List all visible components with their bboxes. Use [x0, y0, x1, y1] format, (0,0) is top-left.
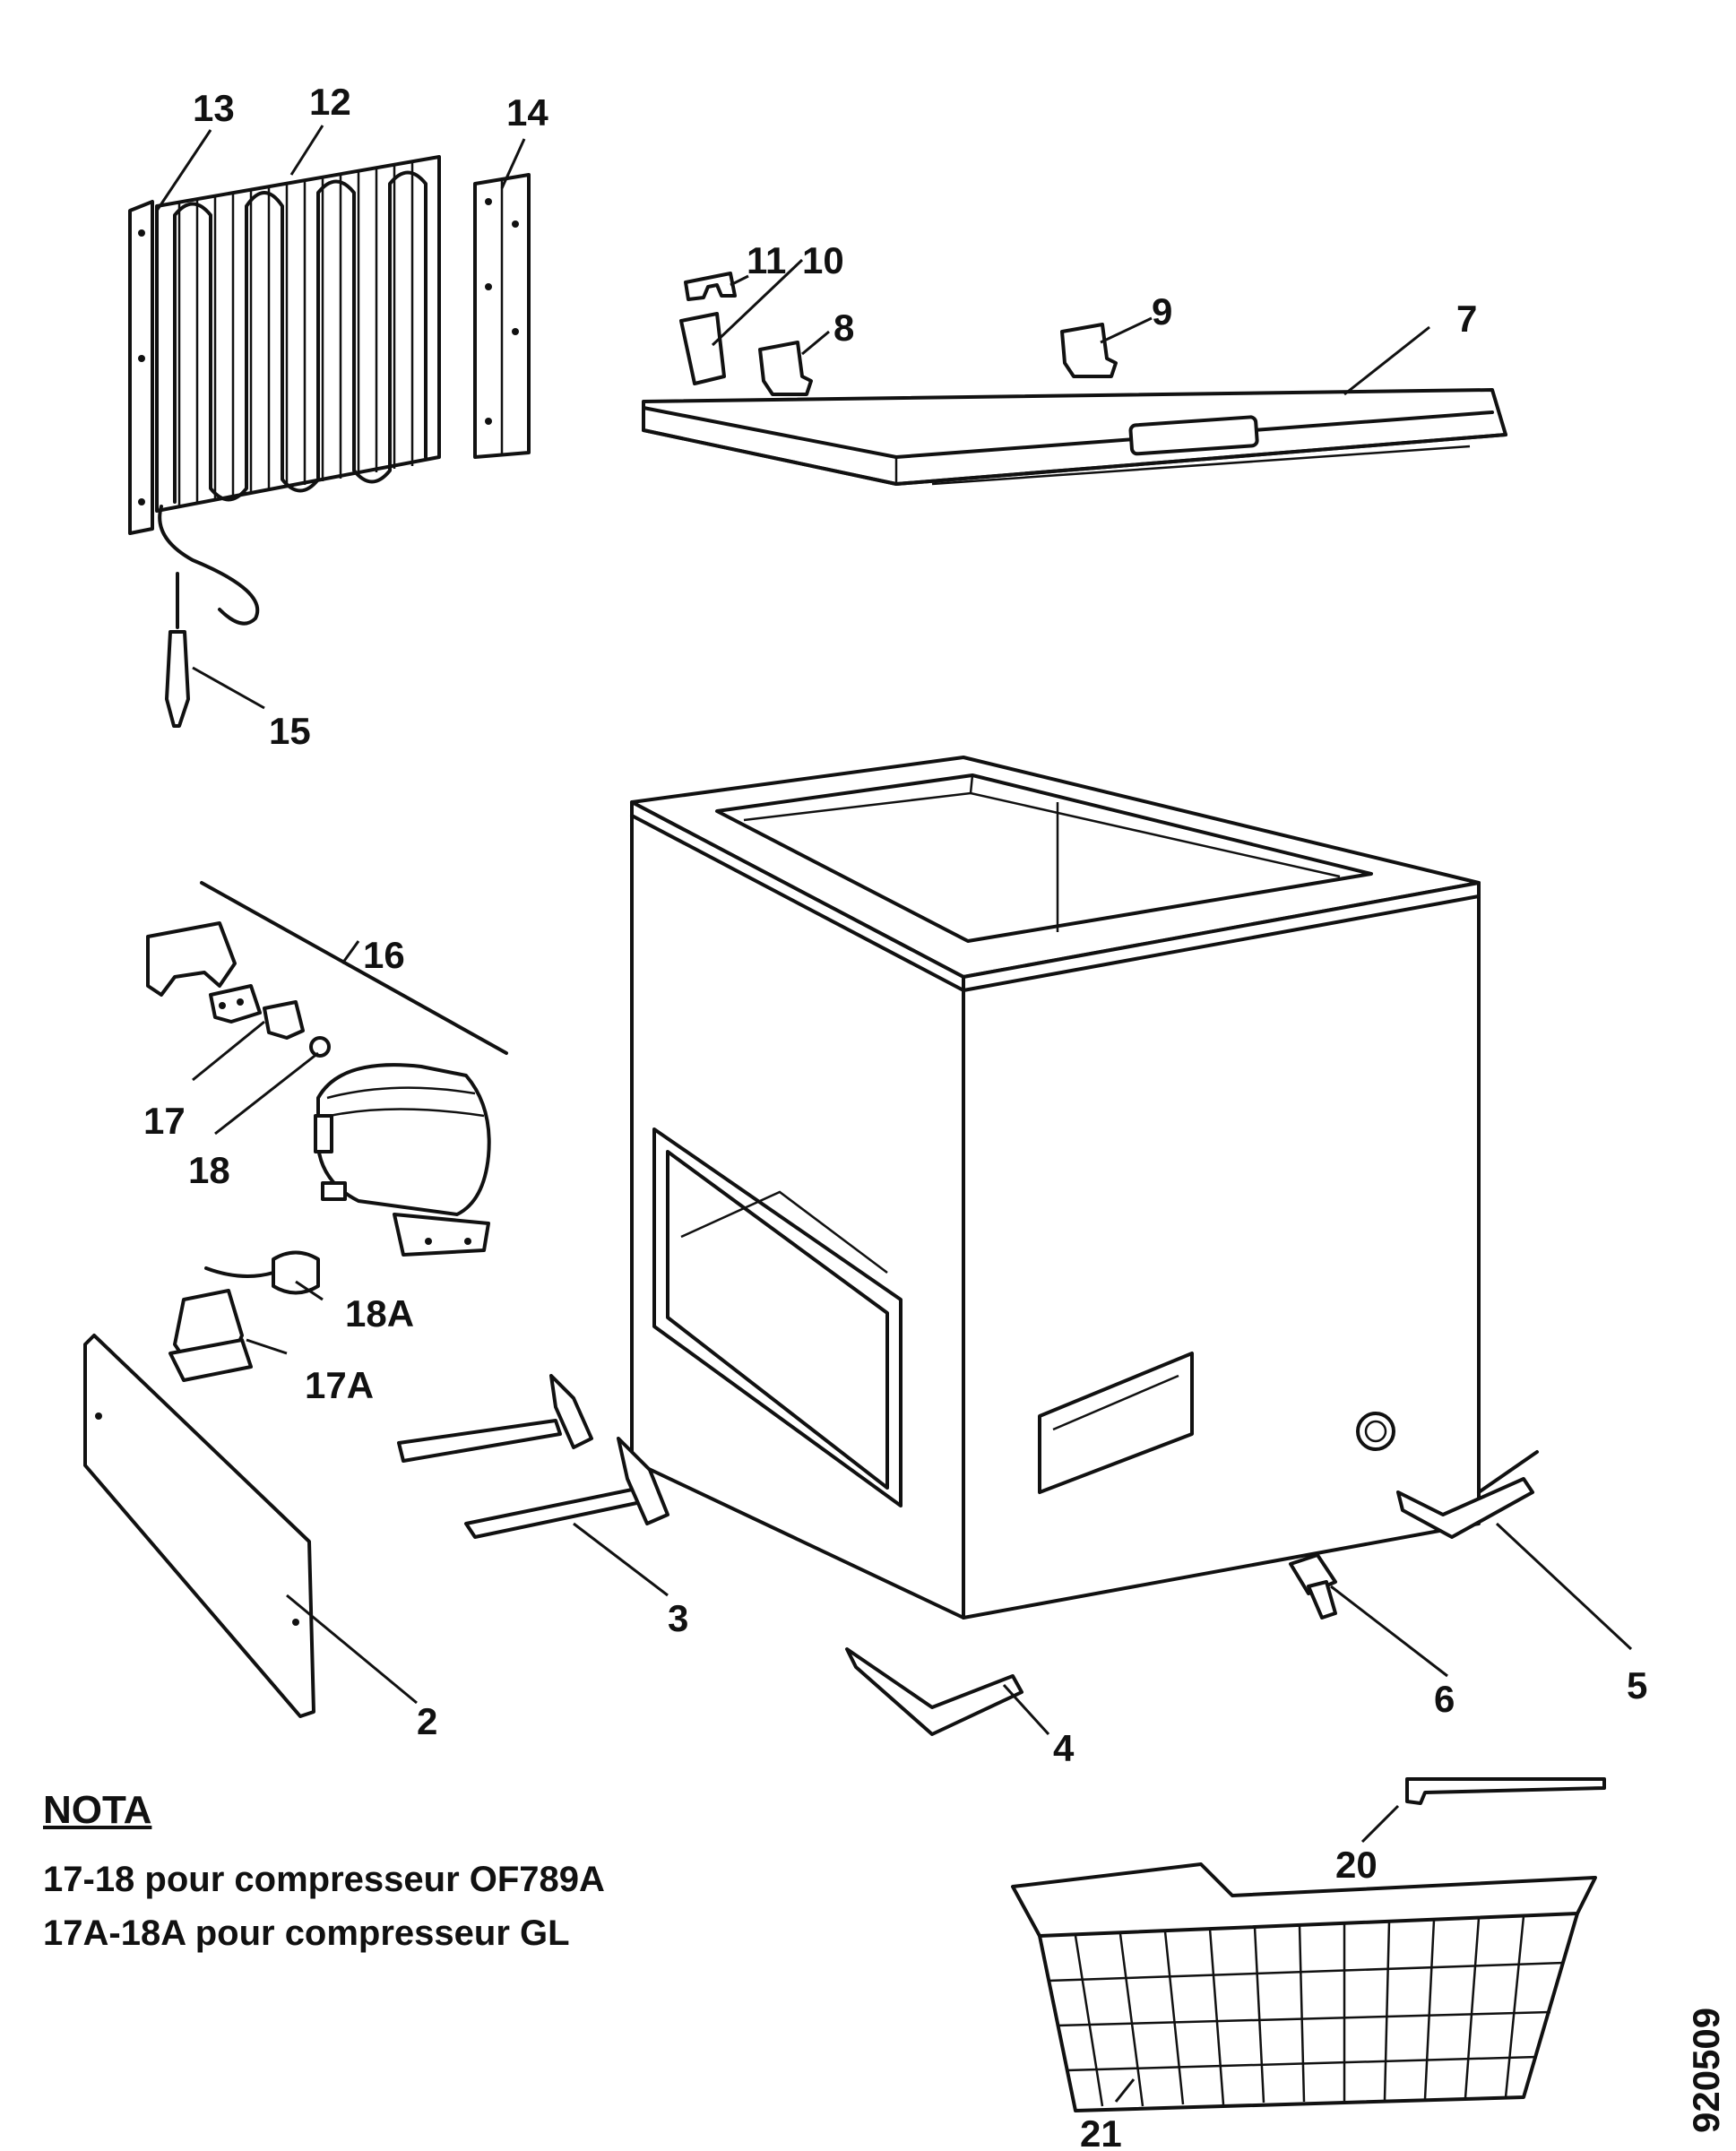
label-18a: 18A [345, 1292, 414, 1335]
label-12: 12 [309, 81, 351, 123]
label-14: 14 [506, 91, 548, 134]
label-21: 21 [1080, 2112, 1122, 2151]
note-line-2: 17A-18A pour compresseur GL [43, 1913, 570, 1953]
electrical-parts [146, 881, 508, 1382]
label-15: 15 [269, 710, 311, 752]
reference-code: 920509 [1685, 2007, 1727, 2133]
label-18: 18 [188, 1149, 230, 1191]
label-17a: 17A [305, 1364, 374, 1406]
label-20: 20 [1335, 1844, 1378, 1886]
label-8: 8 [833, 307, 854, 349]
label-2: 2 [417, 1700, 437, 1742]
label-17: 17 [143, 1100, 186, 1142]
label-4: 4 [1053, 1727, 1075, 1769]
label-6: 6 [1434, 1678, 1455, 1720]
label-7: 7 [1456, 298, 1477, 340]
part-labels: 13 12 14 15 11 10 8 9 7 16 17 18 18A 17A… [143, 81, 1647, 2151]
note-line-1: 17-18 pour compresseur OF789A [43, 1860, 605, 1899]
label-5: 5 [1627, 1664, 1647, 1706]
front-panel [83, 1334, 315, 1718]
mounting-brackets [397, 1374, 669, 1539]
label-10: 10 [802, 239, 844, 281]
label-16: 16 [363, 934, 405, 976]
label-13: 13 [193, 87, 235, 129]
label-3: 3 [668, 1597, 688, 1639]
lid-assembly [642, 272, 1507, 486]
freezer-cabinet [630, 756, 1481, 1620]
basket-assembly [1011, 1777, 1606, 2112]
note-title: NOTA [43, 1788, 152, 1832]
label-11: 11 [747, 239, 786, 281]
condenser-assembly [128, 155, 531, 728]
label-9: 9 [1152, 290, 1172, 333]
leader-lines [155, 125, 1633, 2103]
feet-and-plug [845, 1450, 1539, 1736]
